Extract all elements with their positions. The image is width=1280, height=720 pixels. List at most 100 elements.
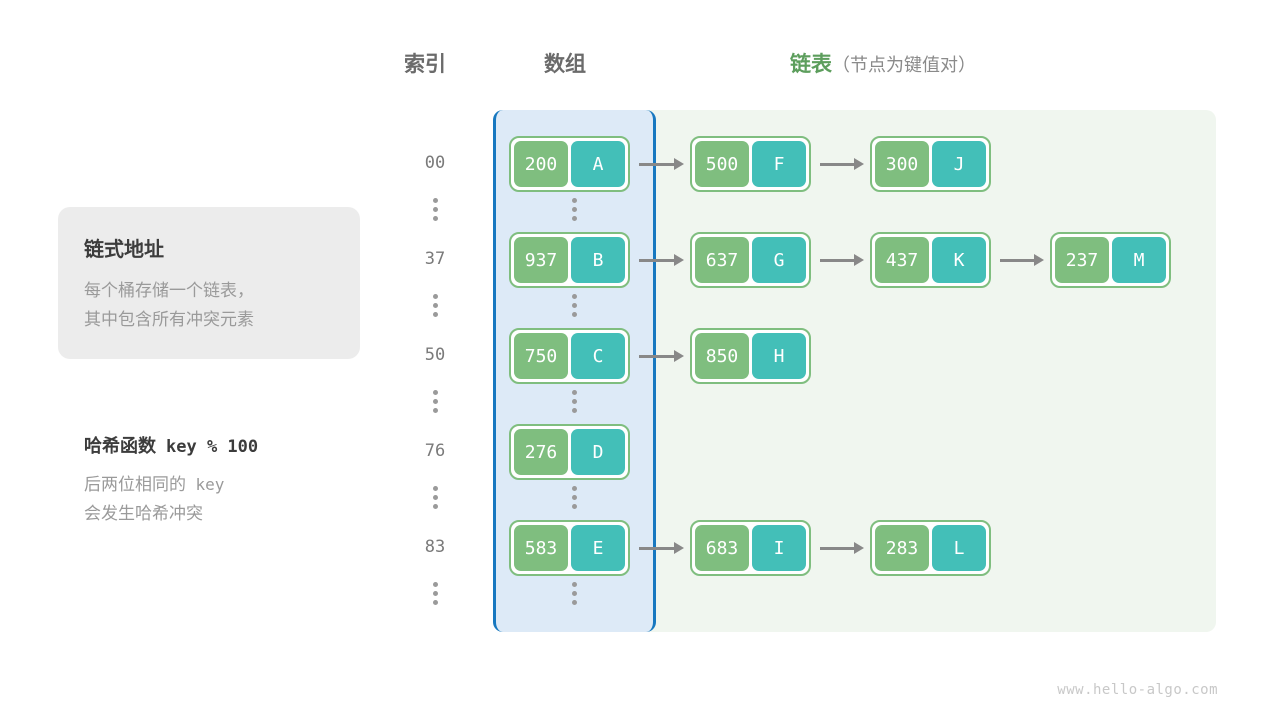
index-ellipsis — [430, 294, 440, 317]
arrow-head — [674, 254, 684, 266]
arrow-head — [674, 158, 684, 170]
hash-note-line-1-text: 后两位相同的 — [84, 475, 186, 494]
arrow-head — [1034, 254, 1044, 266]
arrow-head — [854, 158, 864, 170]
ellipsis-dot — [432, 495, 438, 500]
array-ellipsis — [569, 582, 579, 605]
node-key: 276 — [514, 429, 568, 475]
header-linked-list-label: 链表 — [790, 53, 832, 76]
chain-arrow — [820, 541, 864, 555]
chain-arrow — [820, 253, 864, 267]
node-key: 200 — [514, 141, 568, 187]
header-linked-list-sublabel: （节点为键值对） — [832, 55, 976, 75]
info-card: 链式地址 每个桶存储一个链表， 其中包含所有冲突元素 — [58, 207, 360, 359]
node-value: K — [932, 237, 986, 283]
hash-note-line-2: 会发生哈希冲突 — [84, 504, 203, 523]
header-linked-list: 链表（节点为键值对） — [790, 50, 976, 80]
node-value: F — [752, 141, 806, 187]
node-key: 750 — [514, 333, 568, 379]
info-card-line-2: 其中包含所有冲突元素 — [84, 310, 254, 329]
arrow-shaft — [639, 258, 674, 262]
node-key: 637 — [695, 237, 749, 283]
ellipsis-dot — [432, 399, 438, 404]
chain-arrow — [1000, 253, 1044, 267]
index-ellipsis — [430, 582, 440, 605]
ellipsis-dot — [432, 303, 438, 308]
ellipsis-dot — [571, 504, 577, 509]
arrow-shaft — [639, 546, 674, 550]
node-value: I — [752, 525, 806, 571]
arrow-shaft — [639, 354, 674, 358]
arrow-shaft — [639, 162, 674, 166]
hash-function-label: 哈希函数 — [84, 436, 156, 456]
ellipsis-dot — [432, 390, 438, 395]
chain-arrow — [639, 157, 684, 171]
ellipsis-dot — [432, 486, 438, 491]
node-key: 237 — [1055, 237, 1109, 283]
node-value: E — [571, 525, 625, 571]
hash-note-line-1: 后两位相同的 key — [84, 470, 404, 499]
node-value: D — [571, 429, 625, 475]
arrow-shaft — [820, 258, 854, 262]
ellipsis-dot — [571, 486, 577, 491]
ellipsis-dot — [571, 198, 577, 203]
chain-arrow — [639, 253, 684, 267]
arrow-head — [674, 542, 684, 554]
ellipsis-dot — [571, 303, 577, 308]
index-label: 00 — [424, 153, 446, 173]
arrow-shaft — [1000, 258, 1034, 262]
hash-function-title: 哈希函数 key % 100 — [84, 432, 404, 458]
ellipsis-dot — [571, 600, 577, 605]
node-key: 850 — [695, 333, 749, 379]
chain-arrow — [820, 157, 864, 171]
node-value: H — [752, 333, 806, 379]
arrow-head — [674, 350, 684, 362]
array-ellipsis — [569, 198, 579, 221]
ellipsis-dot — [432, 207, 438, 212]
node-value: M — [1112, 237, 1166, 283]
ellipsis-dot — [432, 198, 438, 203]
ellipsis-dot — [571, 216, 577, 221]
index-ellipsis — [430, 486, 440, 509]
node-key: 683 — [695, 525, 749, 571]
ellipsis-dot — [571, 207, 577, 212]
index-label: 37 — [424, 249, 446, 269]
index-label: 50 — [424, 345, 446, 365]
column-headers: 索引 数组 链表（节点为键值对） — [0, 50, 1280, 84]
chain-arrow — [639, 541, 684, 555]
ellipsis-dot — [432, 591, 438, 596]
ellipsis-dot — [432, 294, 438, 299]
arrow-shaft — [820, 162, 854, 166]
index-ellipsis — [430, 390, 440, 413]
info-card-title: 链式地址 — [84, 239, 164, 261]
hash-function-expression: key % 100 — [166, 437, 259, 457]
ellipsis-dot — [432, 504, 438, 509]
arrow-head — [854, 542, 864, 554]
arrow-shaft — [820, 546, 854, 550]
node-key: 583 — [514, 525, 568, 571]
index-label: 83 — [424, 537, 446, 557]
node-value: L — [932, 525, 986, 571]
chain-arrow — [639, 349, 684, 363]
ellipsis-dot — [432, 312, 438, 317]
ellipsis-dot — [571, 390, 577, 395]
header-array: 数组 — [544, 53, 586, 76]
ellipsis-dot — [571, 591, 577, 596]
ellipsis-dot — [571, 582, 577, 587]
arrow-head — [854, 254, 864, 266]
node-value: J — [932, 141, 986, 187]
ellipsis-dot — [432, 600, 438, 605]
node-value: C — [571, 333, 625, 379]
